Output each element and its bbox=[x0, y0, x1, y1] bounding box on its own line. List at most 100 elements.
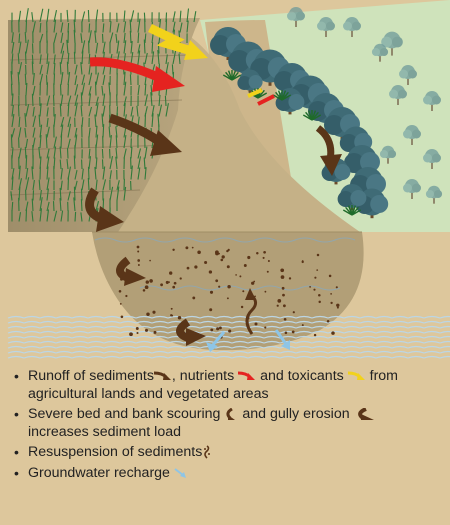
sediment-particle bbox=[327, 320, 330, 323]
grass-icon bbox=[130, 31, 131, 43]
grass-icon bbox=[61, 84, 62, 95]
grass-icon bbox=[103, 159, 104, 169]
sediment-particle bbox=[314, 277, 316, 279]
sediment-particle bbox=[226, 250, 228, 252]
grass-icon bbox=[68, 177, 69, 190]
legend-resuspension-text: Resuspension of sediments bbox=[28, 444, 202, 460]
grass-icon bbox=[152, 42, 153, 53]
grass-icon bbox=[25, 74, 26, 85]
scour-arrow-icon bbox=[224, 408, 238, 421]
sediment-particle bbox=[218, 286, 220, 288]
sediment-particle bbox=[280, 268, 284, 272]
nutrient-arrow-icon bbox=[238, 371, 256, 381]
sediment-particle bbox=[219, 326, 222, 329]
sediment-particle bbox=[152, 311, 155, 314]
sediment-particle bbox=[168, 281, 170, 283]
sediment-particle bbox=[210, 291, 213, 294]
grass-icon bbox=[32, 62, 33, 75]
legend-runoff-text: Runoff of sediments bbox=[28, 368, 154, 384]
grass-icon bbox=[61, 134, 62, 148]
sediment-particle bbox=[120, 303, 122, 305]
grass-icon bbox=[89, 24, 90, 33]
sediment-particle bbox=[318, 301, 320, 303]
grass-icon bbox=[102, 149, 103, 159]
sediment-particle bbox=[313, 289, 315, 291]
sediment-particle bbox=[330, 293, 332, 295]
sediment-particle bbox=[309, 286, 311, 288]
legend-gully-text: and gully erosion bbox=[238, 406, 349, 422]
sediment-particle bbox=[209, 270, 212, 273]
sediment-particle bbox=[172, 249, 174, 251]
legend-toxicants-text: and toxicants bbox=[256, 368, 344, 384]
grass-icon bbox=[145, 113, 146, 127]
sediment-particle bbox=[289, 277, 291, 279]
sediment-particle bbox=[256, 252, 258, 254]
sediment-particle bbox=[227, 285, 230, 288]
grass-icon bbox=[54, 201, 55, 211]
grass-icon bbox=[82, 189, 83, 201]
sediment-particle bbox=[215, 250, 219, 254]
sediment-particle bbox=[292, 331, 295, 334]
sediment-particle bbox=[125, 295, 127, 297]
grass-icon bbox=[74, 187, 75, 201]
sediment-particle bbox=[265, 291, 267, 293]
sediment-particle bbox=[197, 251, 201, 255]
sediment-particle bbox=[277, 299, 281, 303]
sediment-particle bbox=[267, 271, 269, 273]
sediment-particle bbox=[244, 264, 247, 267]
sediment-particle bbox=[146, 280, 149, 283]
sediment-particle bbox=[318, 294, 321, 297]
sediment-particle bbox=[220, 259, 223, 262]
grass-icon bbox=[81, 199, 82, 211]
grass-icon bbox=[26, 155, 27, 169]
sediment-particle bbox=[239, 275, 241, 277]
grass-icon bbox=[33, 190, 34, 200]
sediment-particle bbox=[171, 308, 173, 310]
grass-icon bbox=[33, 43, 34, 53]
grass-icon bbox=[26, 20, 27, 32]
sediment-particle bbox=[235, 274, 237, 276]
sediment-particle bbox=[285, 332, 288, 335]
grass-icon bbox=[47, 82, 48, 95]
grass-icon bbox=[60, 104, 61, 117]
legend: Runoff of sediments, nutrients and toxic… bbox=[14, 368, 442, 485]
sediment-particle bbox=[336, 286, 338, 288]
legend-item-runoff: Runoff of sediments, nutrients and toxic… bbox=[14, 368, 442, 403]
sediment-particle bbox=[268, 260, 270, 262]
sediment-particle bbox=[121, 316, 124, 319]
sediment-arrow-icon bbox=[154, 371, 172, 381]
sediment-particle bbox=[247, 256, 250, 259]
sediment-particle bbox=[241, 306, 243, 308]
grass-icon bbox=[74, 52, 75, 64]
sediment-particle bbox=[302, 324, 304, 326]
sediment-particle bbox=[172, 286, 175, 289]
sediment-particle bbox=[277, 305, 279, 307]
sediment-particle bbox=[210, 328, 213, 331]
sediment-particle bbox=[136, 332, 138, 334]
sediment-particle bbox=[187, 267, 190, 270]
grass-icon bbox=[165, 96, 166, 106]
sediment-particle bbox=[137, 246, 140, 249]
sediment-particle bbox=[263, 251, 266, 254]
grass-icon bbox=[68, 148, 69, 158]
grass-icon bbox=[11, 134, 12, 148]
sediment-particle bbox=[138, 264, 140, 266]
grass-icon bbox=[12, 84, 13, 96]
sediment-particle bbox=[129, 332, 133, 336]
sediment-particle bbox=[149, 260, 151, 262]
legend-item-resuspension: Resuspension of sediments bbox=[14, 444, 442, 462]
grass-icon bbox=[26, 52, 27, 64]
sediment-particle bbox=[331, 331, 335, 335]
sediment-particle bbox=[145, 329, 148, 332]
sediment-particle bbox=[282, 294, 285, 297]
sediment-particle bbox=[337, 307, 339, 309]
grass-icon bbox=[74, 156, 75, 169]
grass-icon bbox=[103, 124, 104, 137]
sediment-particle bbox=[284, 318, 287, 321]
sediment-particle bbox=[227, 297, 229, 299]
resuspension-icon bbox=[202, 445, 212, 459]
gully-erosion-icon bbox=[354, 408, 376, 421]
sediment-particle bbox=[170, 314, 172, 316]
sediment-particle bbox=[137, 259, 140, 262]
sediment-particle bbox=[336, 304, 339, 307]
